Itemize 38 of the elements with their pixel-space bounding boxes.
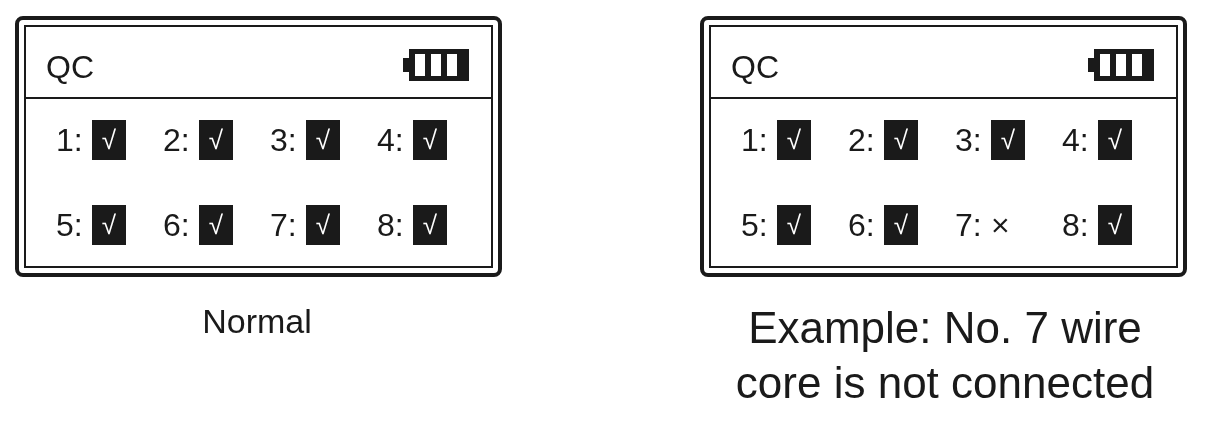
pass-indicator: √	[777, 205, 811, 245]
wire-number: 5:	[741, 206, 768, 245]
wire-number: 7:	[955, 206, 982, 245]
pass-indicator: √	[1098, 120, 1132, 160]
wire-number: 2:	[163, 121, 190, 160]
wire-number: 3:	[955, 121, 982, 160]
pass-indicator: √	[884, 205, 918, 245]
pass-indicator: √	[991, 120, 1025, 160]
screen-title: QC	[731, 49, 779, 85]
pass-indicator: √	[199, 120, 233, 160]
node-label: Normal	[201, 301, 313, 342]
pass-indicator: √	[306, 120, 340, 160]
wire-number: 8:	[377, 206, 404, 245]
pass-indicator: √	[92, 120, 126, 160]
wire-number: 6:	[163, 206, 190, 245]
screen-title: QC	[46, 49, 94, 85]
wire-number: 4:	[1062, 121, 1089, 160]
wire-number: 8:	[1062, 206, 1089, 245]
wire-number: 5:	[56, 206, 83, 245]
fail-mark: ×	[991, 205, 1010, 245]
wire-number: 6:	[848, 206, 875, 245]
pass-indicator: √	[306, 205, 340, 245]
pass-indicator: √	[777, 120, 811, 160]
pass-indicator: √	[1098, 205, 1132, 245]
wire-number: 4:	[377, 121, 404, 160]
wire-number: 1:	[741, 121, 768, 160]
pass-indicator: √	[199, 205, 233, 245]
wire-number: 7:	[270, 206, 297, 245]
display-screen	[15, 16, 502, 277]
display-screen	[700, 16, 1187, 277]
wire-number: 3:	[270, 121, 297, 160]
node-label: Example: No. 7 wire core is not connected	[734, 302, 1156, 409]
wire-number: 1:	[56, 121, 83, 160]
wire-number: 2:	[848, 121, 875, 160]
pass-indicator: √	[92, 205, 126, 245]
pass-indicator: √	[884, 120, 918, 160]
pass-indicator: √	[413, 205, 447, 245]
pass-indicator: √	[413, 120, 447, 160]
